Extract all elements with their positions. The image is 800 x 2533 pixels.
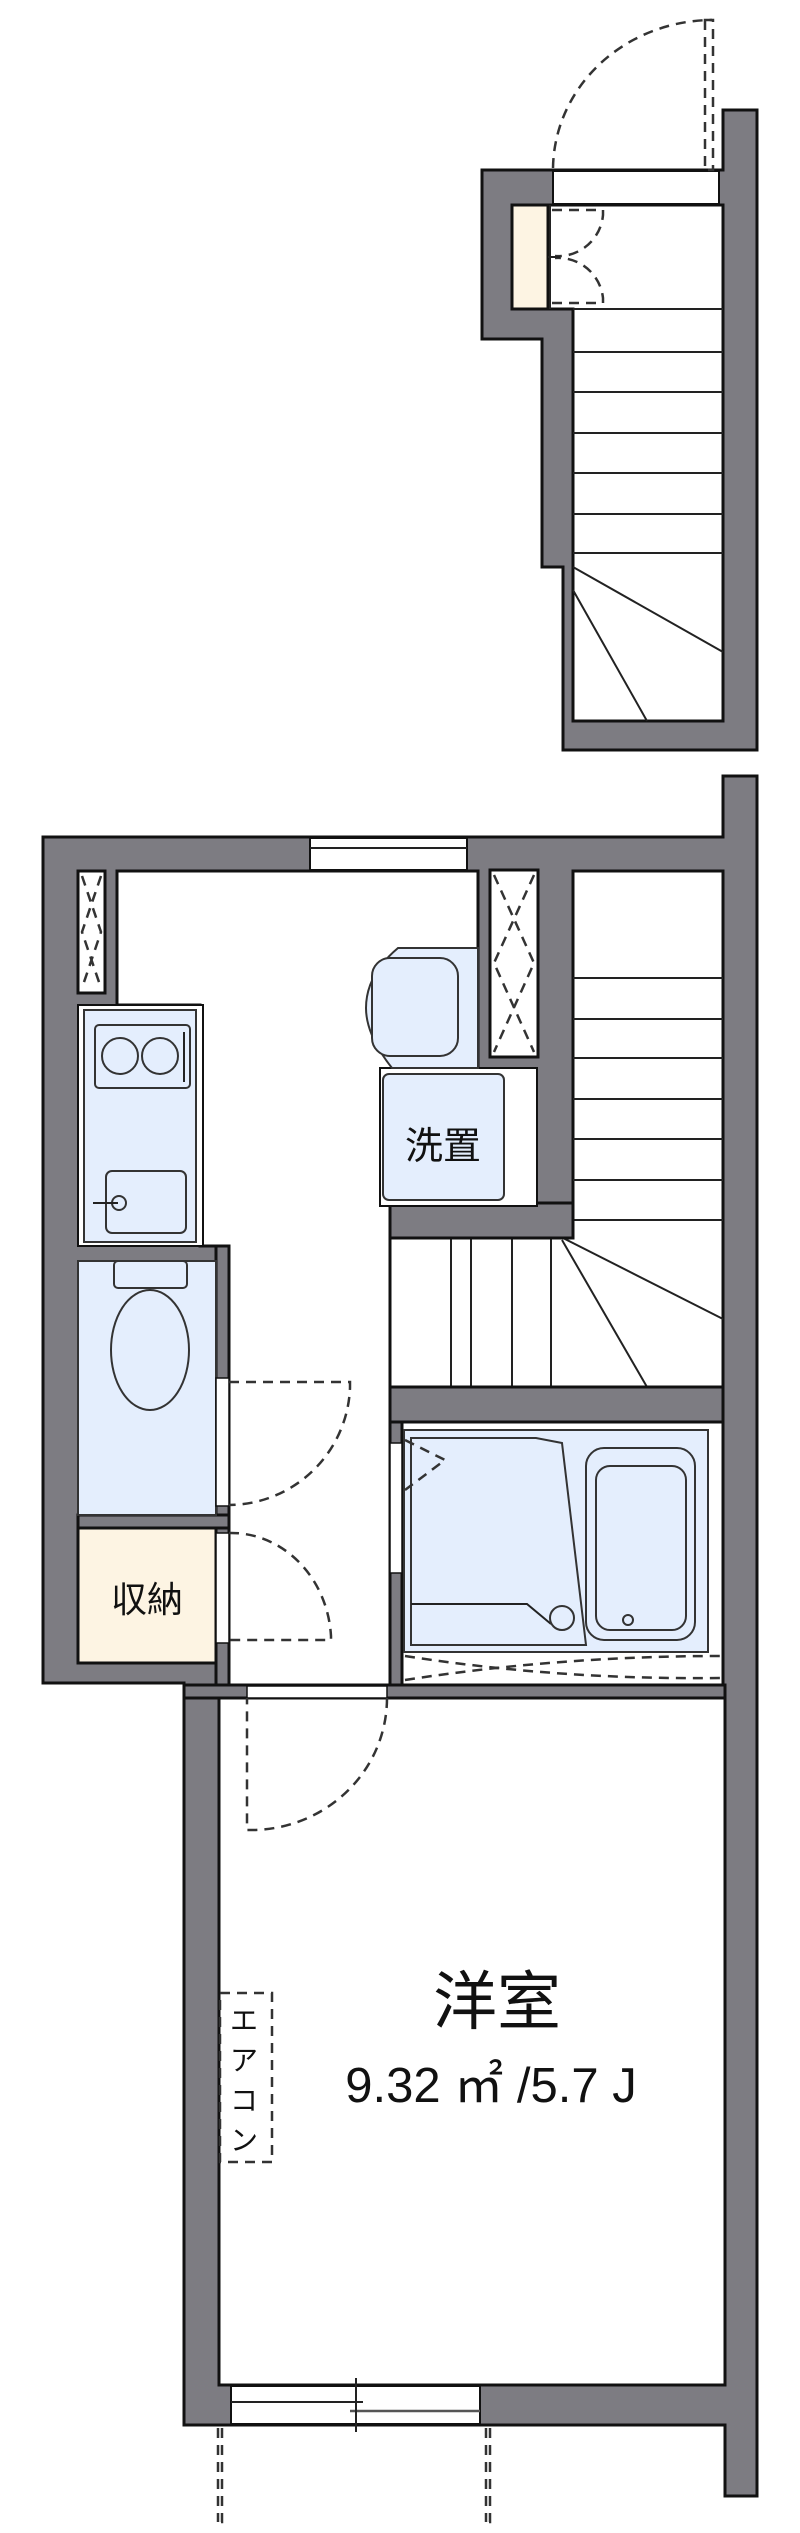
entrance-door-swing-icon bbox=[551, 18, 713, 169]
washer-pan bbox=[382, 1073, 505, 1201]
bath-door-opening[interactable] bbox=[389, 1442, 403, 1574]
washer-space-label: 洗置 bbox=[405, 1124, 481, 1168]
bath-top-wall bbox=[388, 1385, 725, 1424]
aircon-char-4: ン bbox=[230, 2124, 258, 2157]
kitchen bbox=[83, 1009, 197, 1243]
bath-lower-x-icon bbox=[404, 1654, 721, 1682]
toilet-door-opening[interactable] bbox=[215, 1377, 230, 1507]
right-closet bbox=[488, 868, 540, 1059]
upper-stair bbox=[572, 308, 724, 722]
shoe-door-top-swing bbox=[552, 208, 605, 258]
aircon-box bbox=[218, 1991, 274, 2164]
toilet-bowl-icon bbox=[110, 1289, 190, 1411]
burner-left-icon bbox=[101, 1037, 139, 1075]
entrance-door-opening[interactable] bbox=[552, 170, 720, 205]
storage-closet: 収納 bbox=[76, 1526, 333, 1665]
storage-floor bbox=[76, 1526, 218, 1665]
wash-area-ledge bbox=[411, 1603, 552, 1625]
toilet-storage-divider bbox=[76, 1513, 231, 1530]
room-area-label: 9.32 ㎡ /5.7 J bbox=[345, 2059, 636, 2113]
shoe-cabinet bbox=[510, 203, 550, 311]
balcony-edge-left bbox=[216, 2428, 224, 2524]
lower-stair bbox=[450, 977, 724, 1388]
balcony-edge-right bbox=[484, 2428, 492, 2524]
toilet-room bbox=[77, 1260, 352, 1516]
top-window[interactable] bbox=[309, 837, 468, 871]
storage-door-opening[interactable] bbox=[215, 1532, 230, 1644]
tub-drain-icon bbox=[622, 1614, 634, 1626]
room-name-label: 洋室 bbox=[433, 1966, 561, 2040]
closet-x-icon bbox=[492, 874, 536, 1053]
room-door-opening[interactable] bbox=[246, 1685, 388, 1699]
storage-label: 収納 bbox=[111, 1580, 183, 1621]
entrance-door-leaf bbox=[703, 18, 715, 172]
western-room-floor bbox=[217, 1696, 727, 2387]
shoe-door-bottom-swing bbox=[552, 256, 605, 305]
toilet-door-swing-icon bbox=[228, 1380, 352, 1507]
western-room: エ ア コ ン 洋室 9.32 ㎡ /5.7 J bbox=[216, 1697, 637, 2524]
washer-base-wall bbox=[388, 1201, 575, 1240]
room-door-swing-icon bbox=[245, 1697, 389, 1832]
toilet-tank bbox=[113, 1260, 188, 1289]
burner-right-icon bbox=[141, 1037, 179, 1075]
storage-door-swing-icon bbox=[228, 1531, 333, 1642]
bathtub-inner bbox=[595, 1465, 687, 1631]
drain-icon bbox=[549, 1605, 575, 1631]
wash-area bbox=[410, 1437, 588, 1646]
aircon-char-2: ア bbox=[230, 2044, 258, 2077]
washer: 洗置 bbox=[364, 947, 505, 1201]
closet-x-icon bbox=[80, 875, 103, 989]
entrance-stair-block bbox=[480, 18, 759, 752]
washer-drum bbox=[371, 957, 459, 1057]
aircon-char-3: コ bbox=[230, 2084, 258, 2117]
bathroom-unit bbox=[403, 1429, 721, 1682]
aircon-char-1: エ bbox=[230, 2004, 258, 2037]
